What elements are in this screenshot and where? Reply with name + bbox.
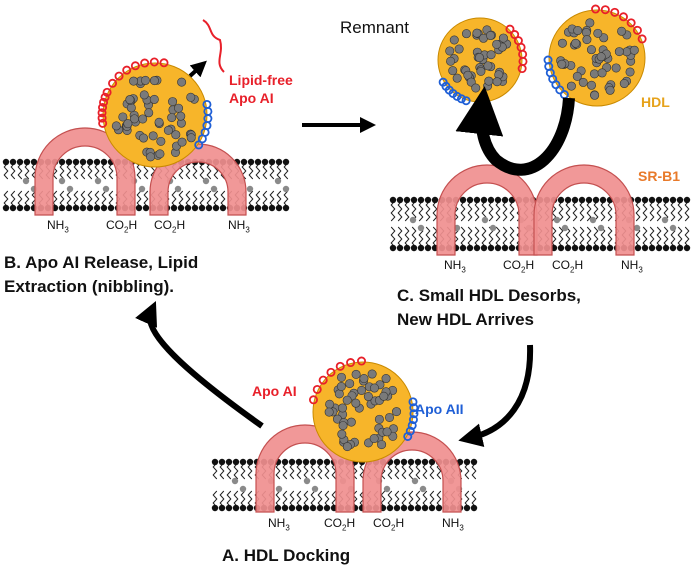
apo-ai-label: Apo AI — [252, 383, 297, 399]
exchange-arrow — [455, 86, 575, 176]
nh3-label: NH3 — [621, 258, 643, 275]
panel-a-caption: A. HDL Docking — [222, 546, 351, 565]
panel-c-caption: C. Small HDL Desorbs, New HDL Arrives — [397, 284, 581, 332]
nh3-label: NH3 — [228, 218, 250, 235]
co2h-label: CO2H — [106, 218, 138, 235]
hdl-particle-icon — [548, 9, 646, 107]
lipid-free-apo-ai-label: Lipid-free Apo AI — [229, 71, 293, 107]
receptor-arch-icon — [533, 164, 635, 256]
sr-b1-label: SR-B1 — [638, 168, 681, 184]
cycle-arrow-icon — [458, 344, 534, 448]
remnant-label: Remnant — [340, 18, 409, 37]
receptor-arch-icon — [34, 127, 136, 216]
nh3-label: NH3 — [47, 218, 69, 235]
co2h-label: CO2H — [324, 516, 356, 533]
apo-ai-protein — [591, 4, 647, 44]
release-arrow — [188, 60, 207, 78]
nh3-label: NH3 — [268, 516, 290, 533]
apo-ai-protein — [505, 24, 528, 74]
lipid-free-line2: Apo AI — [229, 90, 274, 106]
co2h-label: CO2H — [373, 516, 405, 533]
panel-b-caption-line2: Extraction (nibbling). — [4, 277, 174, 296]
apo-aii-label: Apo AII — [415, 401, 464, 417]
cycle-arrow-icon — [135, 301, 264, 429]
panel-c-caption-line2: New HDL Arrives — [397, 310, 534, 329]
panel-b-caption-line1: B. Apo AI Release, Lipid — [4, 253, 199, 272]
hdl-particle-icon — [102, 62, 208, 168]
co2h-label: CO2H — [503, 258, 535, 275]
remnant-particle-icon — [437, 17, 523, 103]
lipid-free-apo-ai-strand — [202, 19, 225, 73]
receptor-arch-icon — [436, 164, 538, 256]
nh3-label: NH3 — [442, 516, 464, 533]
hdl-label: HDL — [641, 94, 670, 110]
nh3-label: NH3 — [444, 258, 466, 275]
apo-aii-protein — [403, 397, 419, 441]
lipid-free-line1: Lipid-free — [229, 72, 293, 88]
co2h-label: CO2H — [154, 218, 186, 235]
hdl-particle-icon — [312, 361, 414, 463]
co2h-label: CO2H — [552, 258, 584, 275]
panel-b-caption: B. Apo AI Release, Lipid Extraction (nib… — [4, 251, 198, 299]
apo-aii-protein — [194, 99, 213, 150]
apo-ai-protein — [108, 57, 169, 88]
apo-ai-protein — [308, 356, 367, 405]
panel-c-caption-line1: C. Small HDL Desorbs, — [397, 286, 581, 305]
apo-aii-protein — [543, 55, 569, 100]
apo-ai-protein — [97, 87, 112, 128]
